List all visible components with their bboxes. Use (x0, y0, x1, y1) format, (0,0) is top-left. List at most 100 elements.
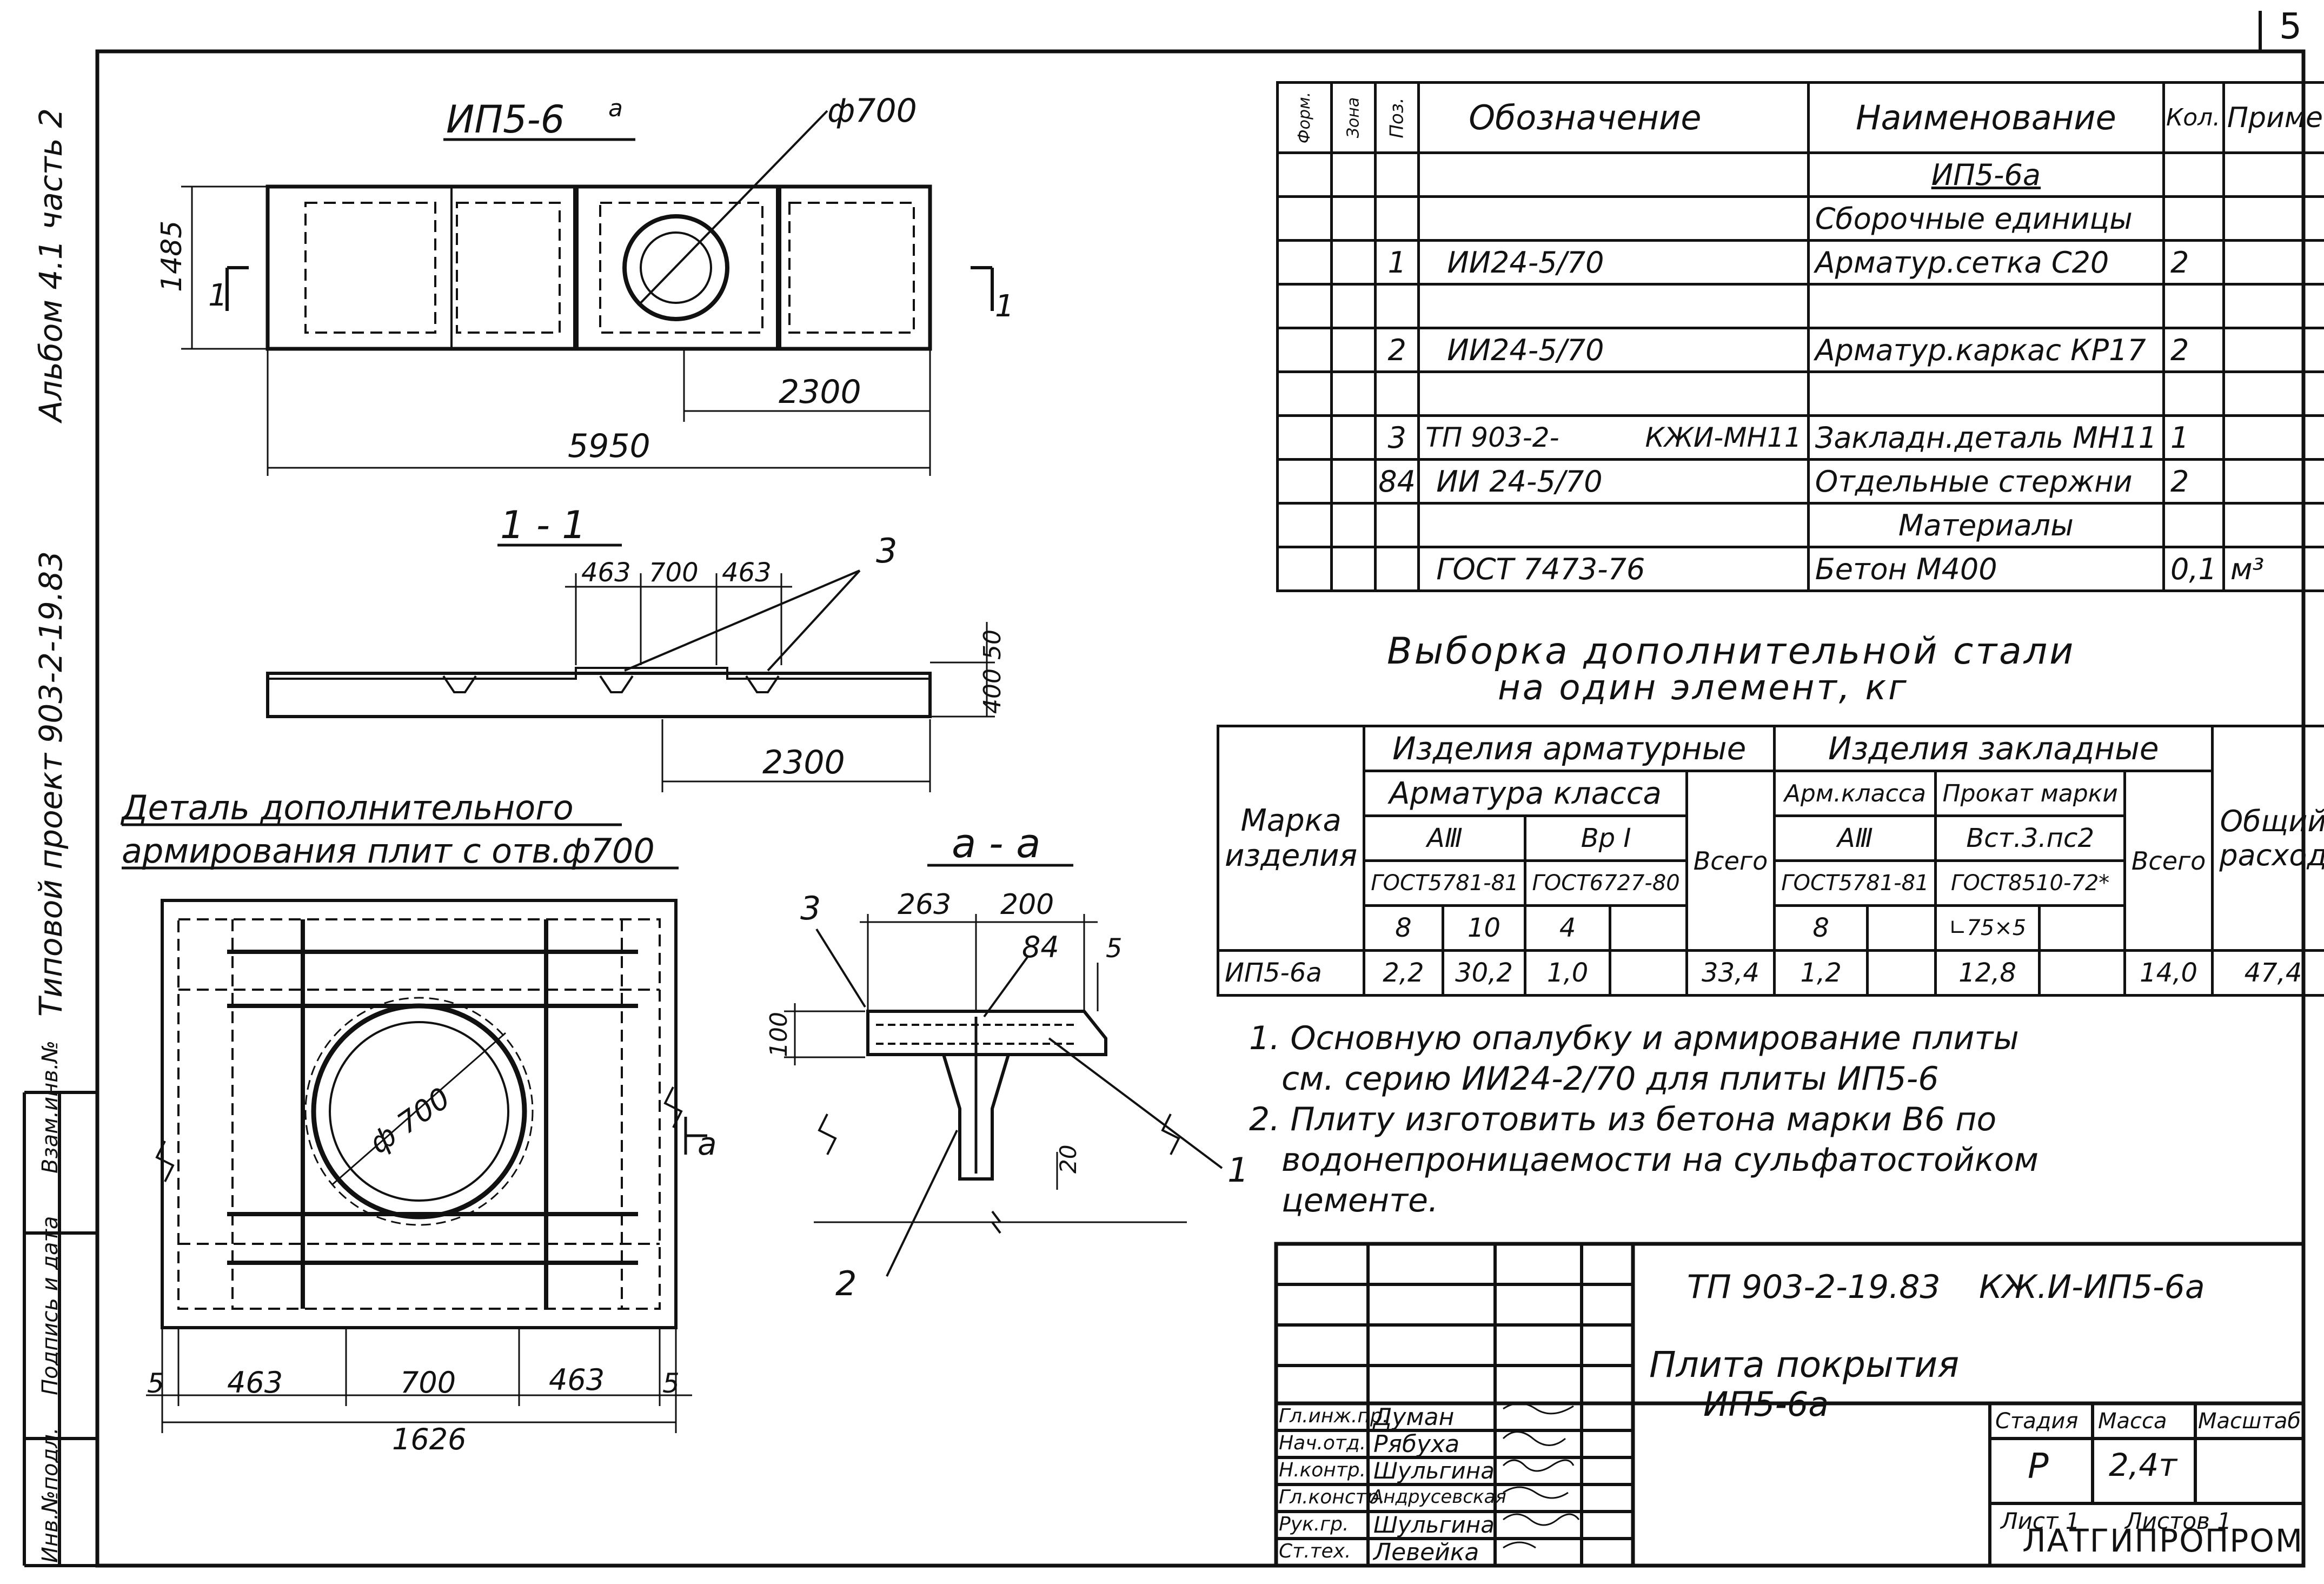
steel-class-bp1: Вр Ⅰ (1524, 814, 1688, 862)
spec-h-zone: Зона (1330, 81, 1377, 154)
section-a-callout-3: 3 (800, 890, 821, 927)
section-1-d3: 463 (722, 558, 772, 588)
tb-person: Шульгина (1373, 1457, 1495, 1484)
section-a-a (784, 864, 1223, 1277)
plan-cut-right: 1 (995, 289, 1014, 324)
section-1-1 (266, 544, 995, 792)
section-a-callout-84: 84 (1022, 930, 1059, 964)
steel-class-a3: АⅢ (1363, 814, 1527, 862)
steel-size-2: 10 (1441, 904, 1527, 952)
section-a-dim-5: 5 (1106, 933, 1123, 964)
steel-size-4: 8 (1773, 904, 1869, 952)
plan-title: ИП5-6 (446, 97, 565, 142)
spec-row (1276, 370, 2324, 417)
steel-gost-1: ГОСТ5781-81 (1363, 859, 1527, 907)
steel-h-total2: Всего (2123, 770, 2214, 952)
tb-person: Левейка (1373, 1539, 1479, 1566)
steel-gost-3: ГОСТ5781-81 (1773, 859, 1937, 907)
steel-h-reinf: Изделия арматурные (1363, 725, 1776, 772)
steel-h-embed: Изделия закладные (1773, 725, 2214, 772)
steel-h-total: Всего (1685, 770, 1776, 952)
detail-d5: 5 (662, 1368, 680, 1399)
title-block-grid (1274, 1242, 2306, 1568)
section-1-h1: 50 (979, 629, 1006, 660)
section-a-callout-1: 1 (1227, 1150, 1249, 1190)
tb-name-1: Плита покрытия (1649, 1344, 1960, 1386)
tb-org: ЛАТГИПРОПРОМ (2022, 1522, 2304, 1559)
steel-size-1: 8 (1363, 904, 1444, 952)
steel-table: Марка изделия Изделия арматурные Изделия… (1216, 725, 2324, 997)
page-number: 5 (2279, 5, 2302, 47)
note-2c: цементе. (1281, 1182, 1439, 1220)
spec-row: Сборочные единицы (1276, 195, 2324, 242)
section-1-h2: 400 (979, 668, 1006, 714)
tb-stage-header: Стадия (1995, 1409, 2079, 1434)
steel-h-general: Общий расход (2211, 725, 2324, 952)
steel-h-class: Арматура класса (1363, 770, 1688, 817)
detail-view (122, 823, 707, 1433)
section-a-d2: 200 (1000, 889, 1054, 921)
tb-sheets: Листов 1 (2125, 1508, 2232, 1534)
tb-role: Рук.гр. (1279, 1513, 1349, 1535)
detail-cut-label: а (698, 1125, 717, 1162)
spec-h-qty: Кол. (2162, 81, 2225, 154)
section-a-d1: 263 (898, 889, 951, 921)
tb-role: Гл.инж.пр. (1279, 1405, 1389, 1427)
steel-gost-4: ГОСТ8510-72* (1934, 859, 2126, 907)
note-1a: 1. Основную опалубку и армирование плиты (1249, 1019, 2019, 1057)
note-2a: 2. Плиту изготовить из бетона марки В6 п… (1249, 1101, 1997, 1138)
specification-table: Форм. Зона Поз. Обозначение Наименование… (1276, 81, 2324, 592)
spec-row: ИП5-6а (1276, 151, 2324, 198)
spec-h-form: Форм. (1276, 81, 1333, 154)
section-1-callout: 3 (876, 531, 897, 571)
steel-gost-2: ГОСТ6727-80 (1524, 859, 1688, 907)
plan-hole-label: ф700 (827, 92, 917, 130)
steel-data-row: ИП5-6а 2,2 30,2 1,0 33,4 1,2 12,8 14,0 4… (1216, 949, 2324, 997)
steel-title-2: на один элемент, кг (1498, 668, 1909, 708)
detail-d4: 463 (549, 1363, 605, 1397)
section-1-d1: 463 (581, 558, 631, 588)
detail-hole-label: ф 700 (363, 1081, 456, 1161)
plan-title-sup: а (608, 95, 623, 122)
detail-total: 1626 (392, 1422, 466, 1456)
section-a-callout-2: 2 (835, 1264, 856, 1303)
steel-title-1: Выборка дополнительной стали (1387, 630, 2076, 673)
tb-name-2: ИП5-6а (1703, 1384, 1829, 1424)
tb-person: Андрусевская (1371, 1486, 1506, 1508)
tb-person: Шульгина (1373, 1512, 1495, 1538)
tb-person: Рябуха (1373, 1430, 1460, 1458)
plan-cut-left: 1 (208, 278, 228, 313)
spec-row: Материалы (1276, 502, 2324, 548)
steel-class-st3: Вст.3.пс2 (1934, 814, 2126, 862)
detail-d3: 700 (400, 1366, 456, 1400)
steel-size-5: ∟75×5 (1934, 904, 2041, 952)
note-1b: см. серию ИИ24-2/70 для плиты ИП5-6 (1281, 1060, 1939, 1098)
spec-row (1276, 283, 2324, 329)
tb-person: Думан (1373, 1403, 1455, 1431)
detail-title-1: Деталь дополнительного (120, 788, 574, 827)
tb-scale-header: Масштаб (2198, 1409, 2301, 1434)
section-a-title: а - а (952, 820, 1040, 867)
tb-role: Гл.констр. (1279, 1486, 1385, 1508)
spec-h-designation: Обозначение (1417, 81, 1810, 154)
steel-class-a3b: АⅢ (1773, 814, 1937, 862)
spec-h-name: Наименование (1807, 81, 2165, 154)
plan-view (181, 110, 994, 476)
spec-h-note: Примеч. (2222, 81, 2324, 154)
steel-h-arm-class: Арм.класса (1773, 770, 1937, 817)
steel-size-3: 4 (1524, 904, 1611, 952)
section-1-title: 1 - 1 (500, 503, 586, 547)
note-2b: водонепроницаемости на сульфатостойком (1281, 1141, 2039, 1179)
section-1-d2: 700 (649, 558, 699, 588)
detail-title-2: армирования плит с отв.ф700 (122, 831, 655, 871)
steel-h-mark: Марка изделия (1216, 725, 1366, 952)
plan-length-dim: 5950 (568, 427, 650, 465)
tb-sheet: Лист 1 (2001, 1508, 2080, 1534)
plan-height-dim: 1485 (156, 221, 188, 292)
plan-offset-dim: 2300 (779, 373, 861, 411)
signatures (1502, 1402, 1580, 1549)
